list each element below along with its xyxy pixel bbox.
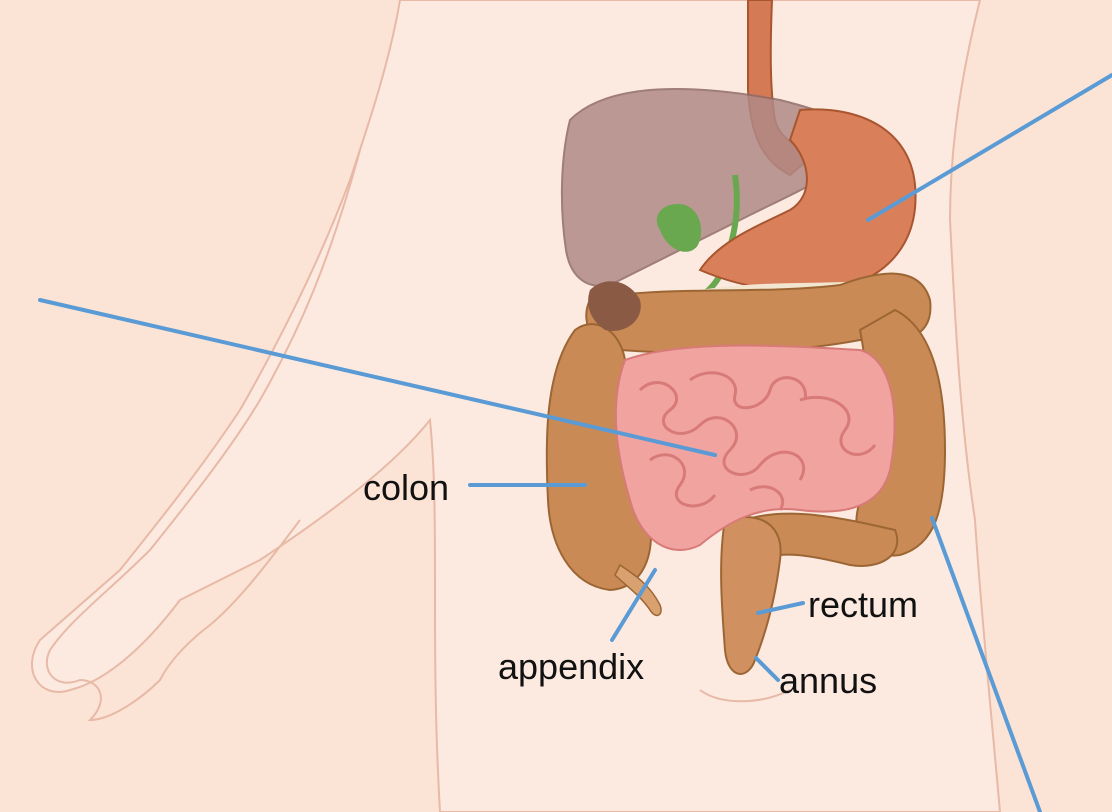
anus-label: annus [779, 660, 877, 701]
rectum-label: rectum [808, 584, 918, 625]
appendix-label: appendix [498, 646, 644, 687]
colon-label: colon [363, 467, 449, 508]
